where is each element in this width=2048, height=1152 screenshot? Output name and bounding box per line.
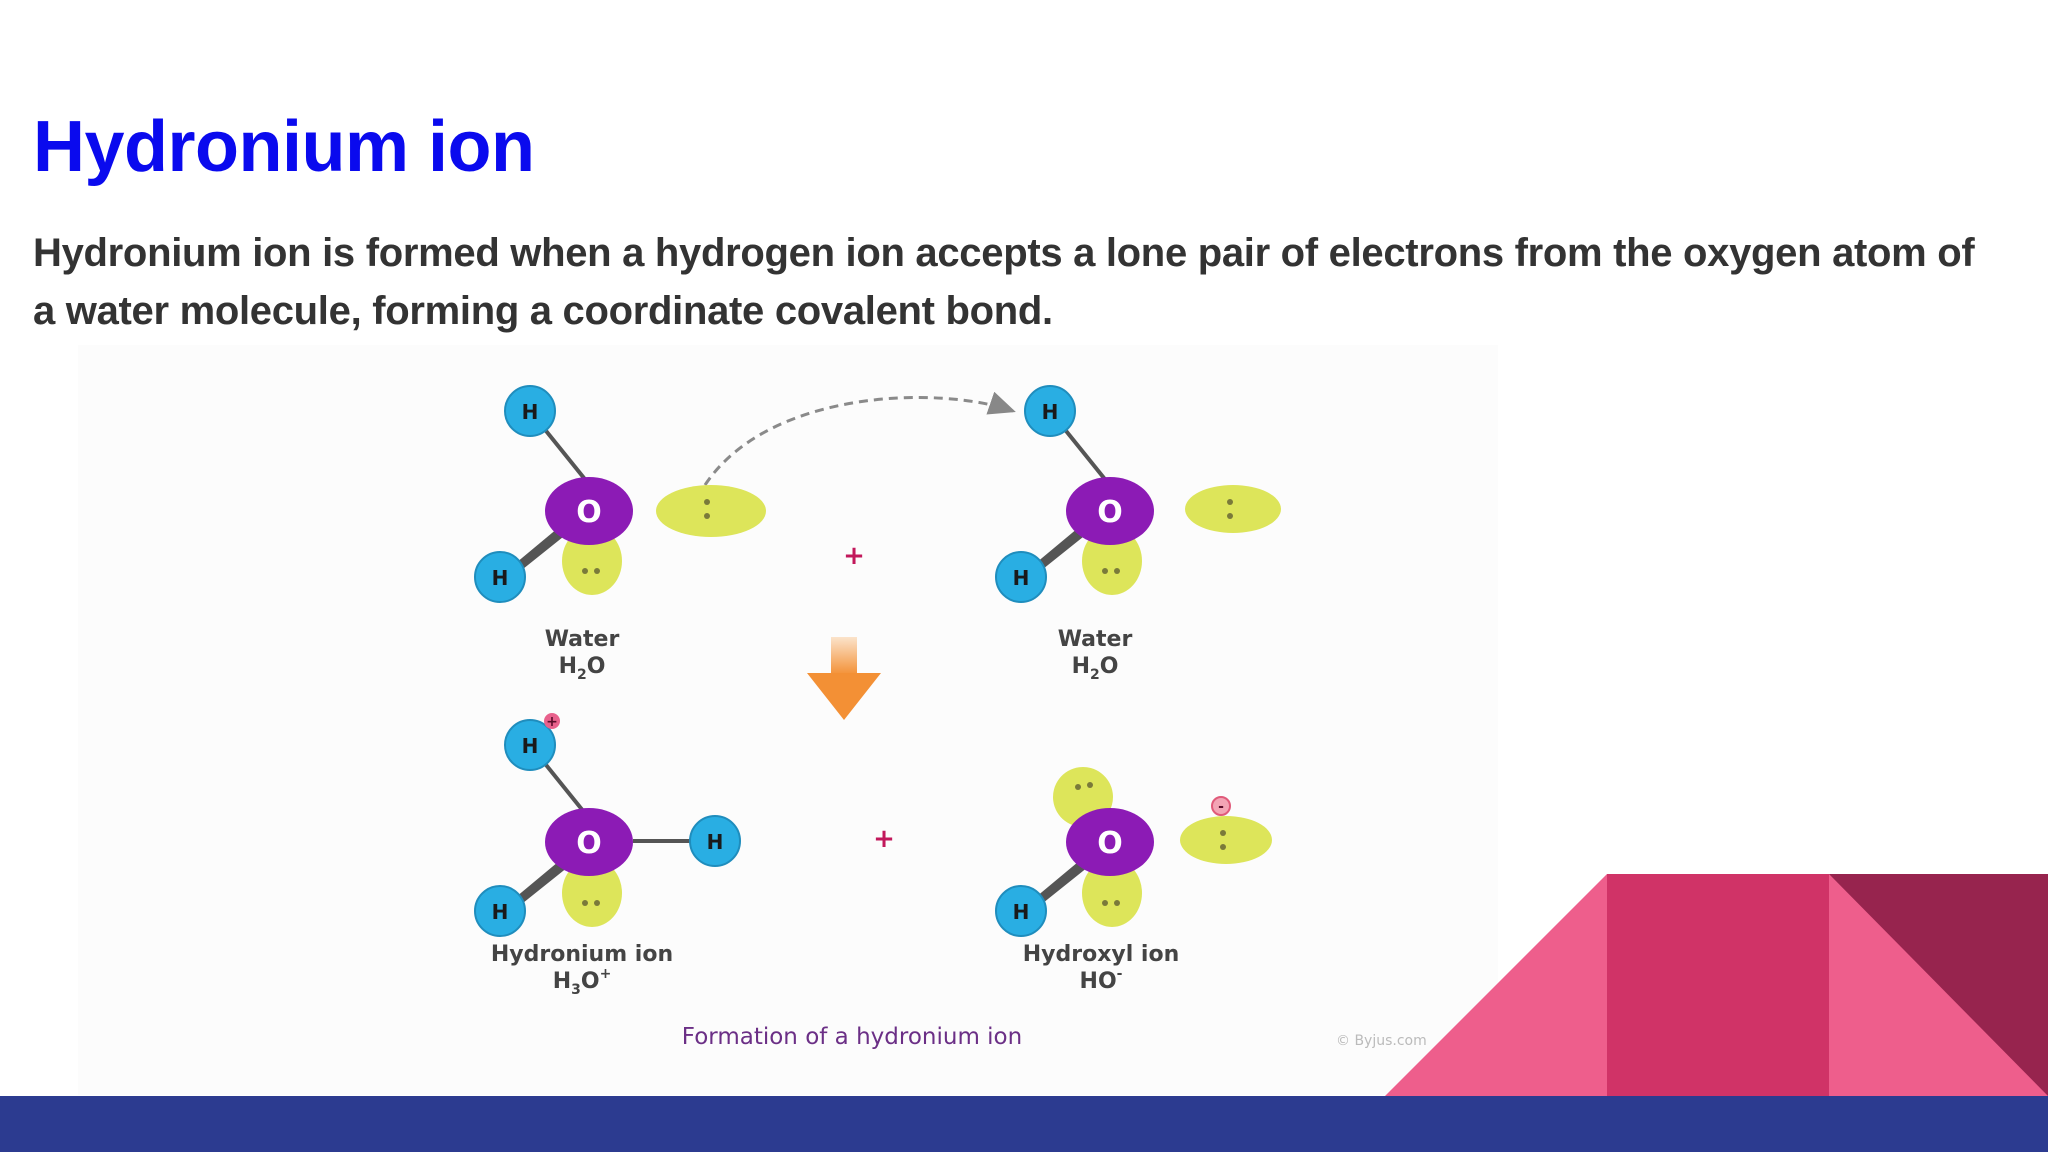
slide-title: Hydronium ion bbox=[33, 107, 535, 187]
hydrogen-label: H bbox=[1042, 400, 1059, 424]
water-molecule-left: O H H Water H2O bbox=[474, 385, 766, 683]
plus-sign-bottom: + bbox=[873, 824, 895, 854]
hydronium-ion-molecule: + O H H H Hydronium ion H3O+ bbox=[474, 713, 741, 998]
hydrogen-label: H bbox=[522, 734, 539, 758]
water-left-name: Water bbox=[545, 627, 620, 652]
slide-body-text: Hydronium ion is formed when a hydrogen … bbox=[33, 231, 1975, 333]
hydronium-formula: H3O+ bbox=[553, 966, 612, 998]
footer-bar bbox=[0, 1096, 2048, 1152]
hydroxyl-name: Hydroxyl ion bbox=[1023, 942, 1180, 967]
hydrogen-label: H bbox=[492, 566, 509, 590]
hydrogen-label: H bbox=[1013, 900, 1030, 924]
charge-minus-icon: - bbox=[1218, 799, 1224, 815]
oxygen-label: O bbox=[576, 826, 602, 861]
hydroxyl-formula: HO- bbox=[1080, 966, 1123, 994]
image-credit: © Byjus.com bbox=[1336, 1033, 1427, 1049]
hydrogen-label: H bbox=[522, 400, 539, 424]
hydronium-formation-diagram: O H H Water H2O + O H H Water H2O bbox=[78, 345, 1498, 1095]
oxygen-label: O bbox=[1097, 495, 1123, 530]
lone-pair-dots bbox=[582, 499, 710, 574]
water-right-name: Water bbox=[1058, 627, 1133, 652]
plus-sign-top: + bbox=[843, 541, 865, 571]
oxygen-label: O bbox=[576, 495, 602, 530]
hydroxyl-ion-molecule: - O H Hydroxyl ion HO- bbox=[995, 767, 1272, 994]
electron-transfer-arrow bbox=[703, 391, 1016, 486]
decorative-triangles bbox=[1385, 874, 2048, 1096]
hydrogen-label: H bbox=[707, 830, 724, 854]
oxygen-label: O bbox=[1097, 826, 1123, 861]
hydrogen-label: H bbox=[1013, 566, 1030, 590]
reaction-arrow bbox=[807, 637, 881, 720]
water-molecule-right: O H H Water H2O bbox=[995, 385, 1281, 683]
charge-plus-icon: + bbox=[546, 714, 558, 730]
water-left-formula: H2O bbox=[559, 654, 606, 683]
hydronium-name: Hydronium ion bbox=[491, 942, 673, 967]
hydrogen-label: H bbox=[492, 900, 509, 924]
water-right-formula: H2O bbox=[1072, 654, 1119, 683]
figure-caption: Formation of a hydronium ion bbox=[682, 1024, 1022, 1050]
